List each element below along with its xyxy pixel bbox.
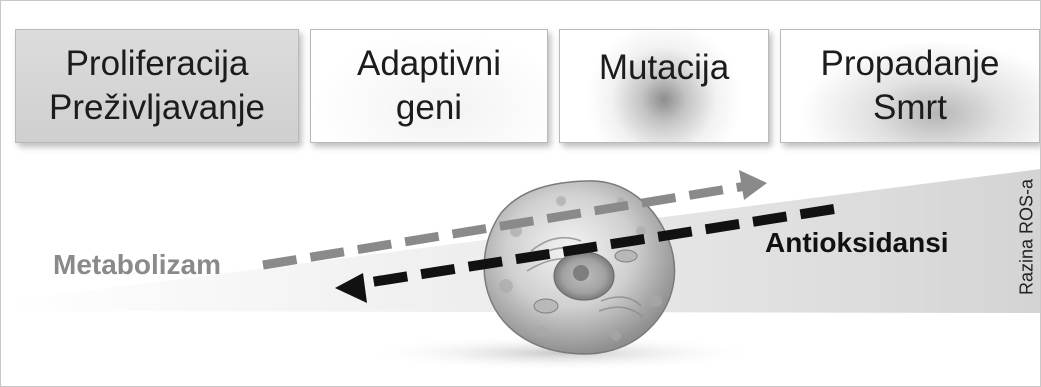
antioxidant-arrow [335,204,835,303]
stage-box-decay-death: Propadanje Smrt [780,29,1040,143]
stage-label-line1: Mutacija [598,48,730,87]
stage-label-line2: geni [395,88,463,127]
stage-label-line2: Preživljavanje [49,88,265,127]
stage-label-line1: Propadanje [820,44,1000,83]
stage-label-line1: Proliferacija [65,44,249,83]
cell-shadow [361,335,761,371]
metabolism-arrow [262,170,767,270]
stage-box-adaptive-genes: Adaptivni geni [310,29,548,143]
antioxidants-label: Antioksidansi [765,227,949,258]
ros-level-axis-label: Razina ROS-a [1016,178,1037,296]
stage-label-line2: Smrt [873,88,947,127]
stage-label-line1: Adaptivni [357,44,501,83]
stage-box-proliferation: Proliferacija Preživljavanje [15,29,299,143]
metabolism-label: Metabolizam [53,249,222,280]
stage-box-mutation: Mutacija [559,29,769,143]
